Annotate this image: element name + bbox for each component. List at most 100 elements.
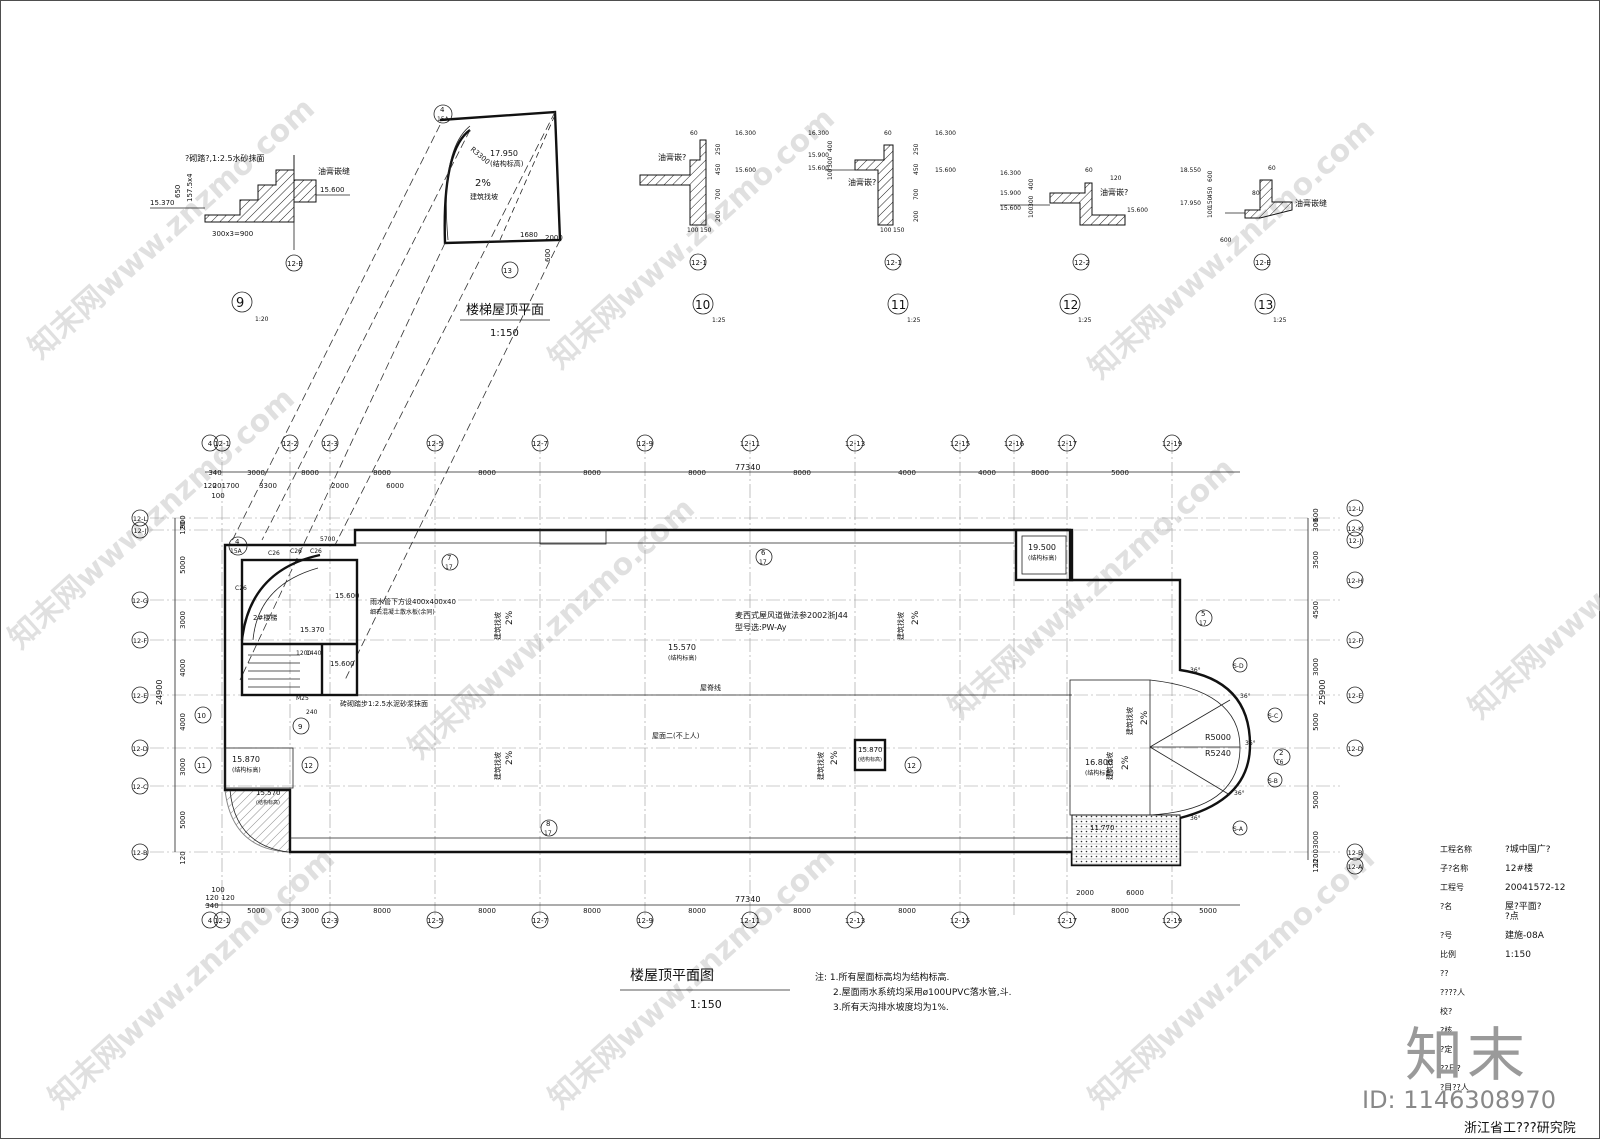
svg-text:100: 100 — [687, 227, 699, 234]
dim-bottom: 8000 — [898, 907, 916, 915]
svg-text:17: 17 — [759, 559, 767, 566]
axis-label: 12-15 — [950, 440, 970, 448]
axis-label: 12-3 — [322, 917, 338, 925]
dim-bottom: 8000 — [688, 907, 706, 915]
dim-left: 3000 — [179, 611, 187, 629]
svg-text:(结构标高): (结构标高) — [232, 766, 261, 774]
svg-text:楼屋顶平面图: 楼屋顶平面图 — [630, 968, 714, 984]
svg-text:油膏嵌缝: 油膏嵌缝 — [1295, 198, 1327, 208]
axis-label: 12-1 — [214, 440, 230, 448]
axis-top-12-15: 12-15 — [950, 434, 970, 452]
svg-text:300: 300 — [1028, 195, 1035, 207]
svg-text:15.900: 15.900 — [808, 152, 829, 159]
axis-left-12-D: 12-D — [131, 739, 149, 757]
svg-text:建筑找坡: 建筑找坡 — [816, 752, 825, 780]
svg-text:2%: 2% — [911, 610, 921, 625]
svg-text:5700: 5700 — [320, 536, 335, 543]
svg-text:知末网www.znzmo.com: 知末网www.znzmo.com — [22, 91, 322, 366]
svg-text:油膏嵌缝: 油膏嵌缝 — [318, 166, 350, 176]
detail-11: 油膏嵌? 16.300 15.900 15.600 16.300 15.600 … — [808, 130, 956, 324]
axis-label: 12-19 — [1162, 917, 1182, 925]
svg-text:C26: C26 — [310, 548, 322, 555]
svg-text:60: 60 — [690, 130, 698, 137]
svg-text:10: 10 — [695, 298, 710, 312]
axis-top-4: 4 — [201, 434, 219, 452]
axis-label: 12-L — [1348, 505, 1363, 513]
axis-bottom-12-1: 12-1 — [213, 911, 231, 929]
svg-text:10: 10 — [197, 712, 206, 720]
svg-text:5: 5 — [1201, 610, 1205, 618]
svg-text:19.500: 19.500 — [1028, 543, 1056, 552]
axis-label: 12-19 — [1162, 440, 1182, 448]
svg-text:C26: C26 — [235, 585, 247, 592]
main-plan-title-block: 楼屋顶平面图 1:150 注: 1.所有屋面标高均为结构标高. 2.屋面雨水系统… — [620, 968, 1011, 1013]
axis-bottom-12-2: 12-2 — [281, 911, 299, 929]
axis-bottom-4: 4 — [201, 911, 219, 929]
svg-text:(结构标高): (结构标高) — [256, 799, 280, 806]
svg-text:麦西式屋风道做法参2002浙J44: 麦西式屋风道做法参2002浙J44 — [735, 610, 848, 620]
dim-top-2: 6000 — [386, 482, 404, 490]
svg-text:知末网www.znzmo.com: 知末网www.znzmo.com — [542, 101, 842, 376]
dim-bottom-small: 100 — [211, 886, 224, 894]
dim-left: 5000 — [179, 556, 187, 574]
dim-left: 900 — [179, 515, 187, 528]
svg-text:15.600: 15.600 — [1127, 207, 1148, 214]
title-block-row: ?定 — [1440, 1044, 1452, 1054]
axis-bottom-12-15: 12-15 — [950, 911, 970, 929]
title-block-label: ?? — [1440, 969, 1449, 978]
title-block-label: ?名 — [1440, 901, 1452, 911]
axis-bottom-12-9: 12-9 — [636, 911, 654, 929]
axis-label: 12-J — [1349, 537, 1362, 545]
svg-text:S-C: S-C — [1268, 713, 1278, 720]
svg-text:16.800: 16.800 — [1085, 758, 1113, 767]
svg-text:120: 120 — [1110, 175, 1122, 182]
dim-left: 4000 — [179, 713, 187, 731]
svg-text:36°: 36° — [1190, 815, 1201, 822]
svg-text:R3300: R3300 — [469, 145, 492, 166]
dim-bottom: 3000 — [301, 907, 319, 915]
svg-text:S-A: S-A — [1233, 826, 1244, 833]
dim-bottom: 5000 — [1199, 907, 1217, 915]
svg-text:157.5x4: 157.5x4 — [186, 173, 194, 202]
title-block-row: ?? — [1440, 969, 1449, 978]
title-block-label: 校? — [1440, 1006, 1452, 1016]
axis-left-12-B: 12-B — [131, 843, 149, 861]
dim-left: 3000 — [179, 758, 187, 776]
dim-top-2: 3300 — [259, 482, 277, 490]
axis-bottom-12-5: 12-5 — [426, 911, 444, 929]
svg-text:12-1: 12-1 — [691, 259, 707, 267]
axis-label: 12-13 — [845, 440, 865, 448]
svg-text:油膏嵌?: 油膏嵌? — [1100, 187, 1128, 197]
dim-top-2: 201700 — [213, 482, 240, 490]
dim-top: 340 — [208, 469, 221, 477]
axis-top-12-11: 12-11 — [740, 434, 760, 452]
axis-label: 12-D — [132, 745, 148, 753]
main-plan-labels: 77340 77340 24900 25900 19.500 (结构标高) 15… — [155, 463, 1327, 904]
axis-label: 12-11 — [740, 917, 760, 925]
svg-text:雨水管下方设400x400x40: 雨水管下方设400x400x40 — [370, 597, 456, 606]
svg-text:(结构标高): (结构标高) — [668, 654, 697, 662]
axis-label: 12-2 — [282, 440, 298, 448]
detail-13: 油膏嵌缝 18.550 17.950 600 450 150 100 60 60… — [1180, 165, 1327, 324]
svg-text:T6: T6 — [1275, 759, 1284, 766]
svg-text:1:25: 1:25 — [907, 317, 921, 324]
svg-text:3.所有天沟排水坡度均为1%.: 3.所有天沟排水坡度均为1%. — [833, 1001, 949, 1013]
paved-area — [1071, 814, 1181, 866]
dim-right: 4500 — [1312, 601, 1320, 619]
dim-top: 8000 — [793, 469, 811, 477]
svg-text:200: 200 — [715, 210, 722, 222]
svg-text:650: 650 — [174, 185, 182, 198]
axis-top-12-5: 12-5 — [426, 434, 444, 452]
dim-bottom: 8000 — [793, 907, 811, 915]
svg-text:17: 17 — [544, 830, 552, 837]
svg-text:建筑找坡: 建筑找坡 — [493, 612, 502, 640]
svg-text:8: 8 — [546, 820, 550, 828]
svg-text:60: 60 — [884, 130, 892, 137]
dim-top: 5000 — [1111, 469, 1129, 477]
svg-text:100: 100 — [1028, 206, 1035, 218]
svg-text:知末网www.znzmo.com: 知末网www.znzmo.com — [42, 841, 342, 1116]
svg-text:2.屋面雨水系统均采用ø100UPVC落水管,斗.: 2.屋面雨水系统均采用ø100UPVC落水管,斗. — [833, 986, 1011, 998]
